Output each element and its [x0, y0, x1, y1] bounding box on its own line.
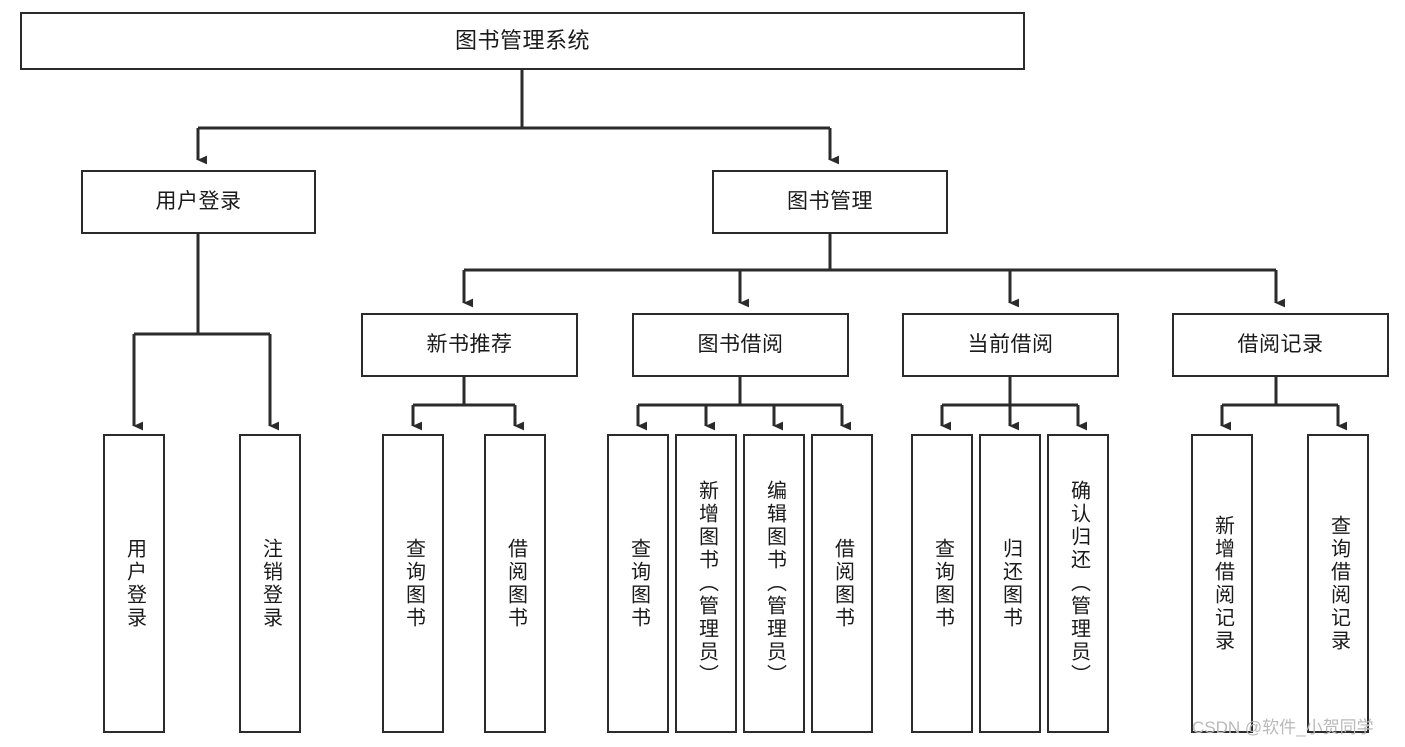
node-book-manage-label: 图书管理: [787, 190, 873, 214]
node-leaf-query-book-2-label: 查询图书: [627, 537, 650, 630]
node-leaf-borrow-book-1-label: 借阅图书: [504, 537, 527, 630]
node-new-book-rec-label: 新书推荐: [426, 333, 513, 357]
node-leaf-user-logout[interactable]: 注销登录: [239, 434, 301, 733]
node-leaf-query-book-3[interactable]: 查询图书: [911, 434, 973, 733]
node-leaf-query-book-1-label: 查询图书: [402, 537, 425, 630]
node-leaf-query-book-2[interactable]: 查询图书: [607, 434, 669, 733]
node-user-login[interactable]: 用户登录: [81, 170, 316, 234]
node-leaf-query-record-label: 查询借阅记录: [1327, 514, 1350, 653]
node-root-system[interactable]: 图书管理系统: [20, 12, 1025, 70]
node-leaf-add-record-label: 新增借阅记录: [1211, 514, 1234, 653]
node-leaf-user-logout-label: 注销登录: [259, 537, 282, 630]
node-leaf-add-book[interactable]: 新增图书（管理员）: [675, 434, 737, 733]
node-leaf-return-book-label: 归还图书: [999, 537, 1022, 630]
node-new-book-rec[interactable]: 新书推荐: [361, 313, 578, 377]
node-leaf-confirm-return-label: 确认归还（管理员）: [1067, 480, 1090, 687]
node-leaf-add-book-label: 新增图书（管理员）: [695, 480, 718, 687]
node-borrow-record-label: 借阅记录: [1237, 333, 1324, 357]
node-borrow-record[interactable]: 借阅记录: [1172, 313, 1389, 377]
node-leaf-query-book-3-label: 查询图书: [931, 537, 954, 630]
node-book-borrow-label: 图书借阅: [697, 333, 784, 357]
node-root-system-label: 图书管理系统: [454, 27, 590, 53]
node-leaf-borrow-book-1[interactable]: 借阅图书: [484, 434, 546, 733]
node-leaf-edit-book-label: 编辑图书（管理员）: [763, 480, 786, 687]
csdn-watermark: CSDN @软件_小贺同学: [1192, 718, 1374, 737]
node-leaf-confirm-return[interactable]: 确认归还（管理员）: [1047, 434, 1109, 733]
node-current-borrow-label: 当前借阅: [967, 333, 1054, 357]
node-book-borrow[interactable]: 图书借阅: [632, 313, 849, 377]
node-leaf-user-login-label: 用户登录: [123, 537, 146, 630]
node-book-manage[interactable]: 图书管理: [712, 170, 948, 234]
node-leaf-edit-book[interactable]: 编辑图书（管理员）: [743, 434, 805, 733]
node-leaf-add-record[interactable]: 新增借阅记录: [1191, 434, 1253, 733]
node-current-borrow[interactable]: 当前借阅: [902, 313, 1119, 377]
node-leaf-query-record[interactable]: 查询借阅记录: [1307, 434, 1369, 733]
node-leaf-borrow-book-2[interactable]: 借阅图书: [811, 434, 873, 733]
node-leaf-borrow-book-2-label: 借阅图书: [831, 537, 854, 630]
node-leaf-user-login[interactable]: 用户登录: [103, 434, 165, 733]
node-leaf-return-book[interactable]: 归还图书: [979, 434, 1041, 733]
node-leaf-query-book-1[interactable]: 查询图书: [382, 434, 444, 733]
node-user-login-label: 用户登录: [155, 190, 242, 214]
